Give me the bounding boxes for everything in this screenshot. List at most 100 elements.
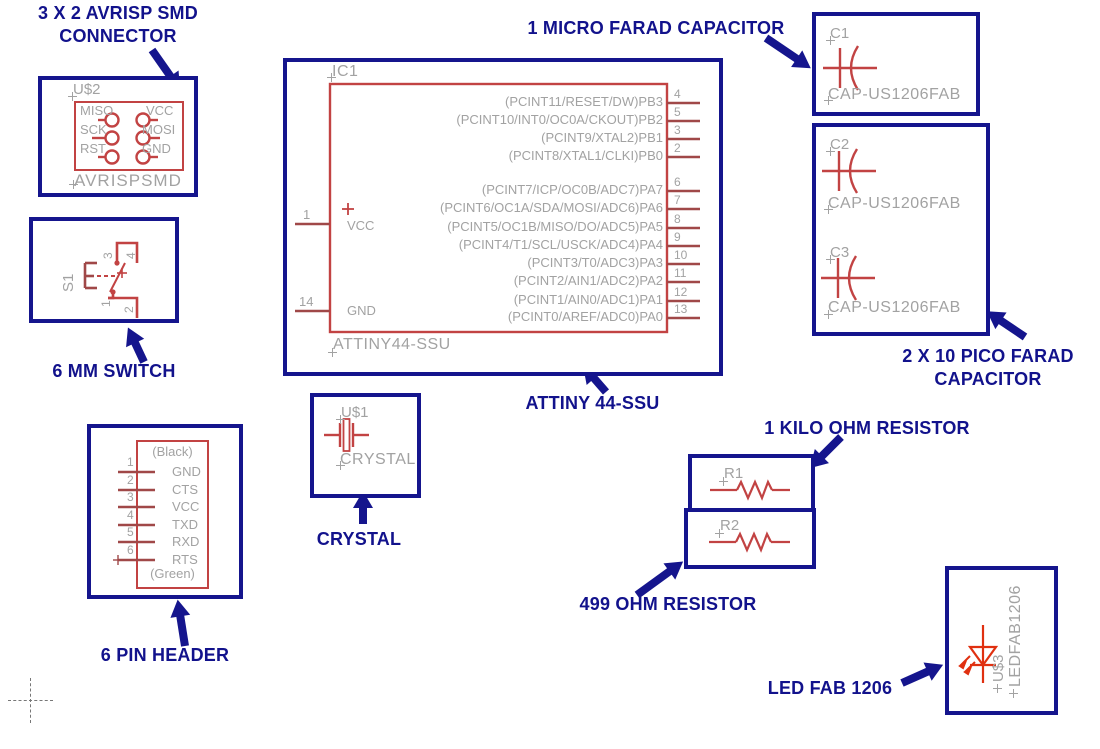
ic-pin1-name: VCC [347, 218, 375, 233]
avrisp-pin-miso: MISO [80, 103, 114, 118]
arrow-to-header-icon [167, 598, 191, 647]
r2-annotation: 499 OHM RESISTOR [579, 594, 757, 614]
avrisp-pin-vcc: VCC [146, 103, 174, 118]
header-pin1-number: 1 [127, 455, 134, 469]
header-pin5-name: RXD [172, 534, 200, 549]
crystal-symbol-icon [324, 418, 369, 452]
c2-value: CAP-US1206FAB [828, 195, 961, 212]
avrisp-pin-sck: SCK [80, 122, 107, 137]
origin-cross-icon [69, 180, 78, 189]
origin-cross-icon [336, 415, 345, 424]
ic-right-pin-name: (PCINT11/RESET/DW)PB3 [505, 94, 663, 109]
origin-cross-icon [826, 36, 835, 45]
attiny-annotation: ATTINY 44-SSU [525, 393, 660, 413]
origin-cross-icon [715, 529, 724, 538]
header-annotation: 6 PIN HEADER [100, 645, 230, 665]
ic-right-pin-name: (PCINT4/T1/SCL/USCK/ADC4)PA4 [458, 237, 663, 252]
ic-right-pin-number: 5 [674, 105, 681, 119]
ic-right-pin-number: 7 [674, 193, 681, 207]
ic-symbol-icon [295, 82, 700, 334]
ic-right-pin-name: (PCINT6/OC1A/SDA/MOSI/ADC6)PA6 [440, 200, 663, 215]
ic-pin1-number: 1 [303, 207, 311, 222]
origin-cross-icon [327, 73, 336, 82]
crystal-component-box: U$1 CRYSTAL [310, 393, 421, 498]
c2c3-symbol-icon [821, 148, 876, 301]
origin-cross-icon [824, 205, 833, 214]
crystal-refdes: U$1 [341, 404, 369, 421]
ic-right-pin-number: 9 [674, 230, 681, 244]
arrow-to-cap23-icon [981, 302, 1028, 341]
c1-value: CAP-US1206FAB [828, 86, 961, 103]
avrisp-pin-gnd: GND [142, 141, 171, 156]
ic-refdes: IC1 [332, 63, 359, 80]
ic-pin14-number: 14 [299, 294, 314, 309]
crystal-value: CRYSTAL [340, 451, 416, 468]
cap23-annotation-line2: CAPACITOR [934, 369, 1042, 389]
switch-refdes: S1 [60, 273, 77, 292]
ic-right-pin-name: (PCINT0/AREF/ADC0)PA0 [507, 309, 663, 324]
switch-symbol-icon [83, 241, 139, 318]
header-pin4-name: TXD [172, 517, 198, 532]
avrisp-annotation: 3 X 2 AVRISP SMD CONNECTOR [18, 2, 218, 48]
r1-component-box: R1 [688, 454, 815, 516]
origin-cross-icon [824, 96, 833, 105]
header-symbol-icon [113, 440, 209, 589]
switch-component-box: S1 3 4 1 2 [29, 217, 179, 323]
avrisp-component-box: U$2 MISO VCC SCK MOSI RST GND AVRISPSMD [38, 76, 198, 197]
c3-value: CAP-US1206FAB [828, 299, 961, 316]
crystal-annotation: CRYSTAL [316, 529, 402, 549]
cap23-annotation-line1: 2 X 10 PICO FARAD [902, 346, 1074, 366]
led-symbol-icon [958, 625, 999, 683]
ic-right-pin-number: 2 [674, 141, 681, 155]
avrisp-annotation-line2: CONNECTOR [59, 26, 177, 46]
avrisp-refdes: U$2 [73, 81, 101, 98]
ic-right-pin-name: (PCINT1/AIN0/ADC1)PA1 [513, 292, 663, 307]
origin-cross-icon [826, 147, 835, 156]
led-component-box: U$3 LEDFAB1206 [945, 566, 1058, 715]
switch-pin1: 1 [99, 300, 113, 307]
ic-right-pin-name: (PCINT2/AIN1/ADC2)PA2 [513, 273, 663, 288]
header-pin6-number: 6 [127, 543, 134, 557]
r2-refdes: R2 [720, 517, 740, 534]
switch-annotation: 6 MM SWITCH [52, 361, 176, 381]
avrisp-symbol-icon [74, 101, 184, 171]
ic-right-pin-number: 8 [674, 212, 681, 226]
avrisp-pin-mosi: MOSI [142, 122, 176, 137]
header-pin5-number: 5 [127, 525, 134, 539]
r2-component-box: R2 [684, 508, 816, 569]
switch-pin3: 3 [101, 252, 115, 259]
r1-symbol-icon [710, 479, 790, 501]
ic-component-box: IC1 1 VCC 14 GND 4 (PCINT11/RESET/DW)PB3… [283, 58, 723, 376]
ic-right-pin-number: 6 [674, 175, 681, 189]
arrow-to-switch-icon [118, 323, 148, 364]
avrisp-value: AVRISPSMD [74, 171, 182, 190]
led-refdes: U$3 [990, 654, 1007, 682]
r2-symbol-icon [709, 531, 790, 553]
origin-cross-icon [328, 348, 337, 357]
header-component-box: (Black) 1 GND 2 CTS 3 VCC 4 TXD 5 RXD 6 … [87, 424, 243, 599]
ic-right-pin-number: 13 [674, 302, 688, 316]
r1-refdes: R1 [724, 465, 744, 482]
header-pin2-name: CTS [172, 482, 198, 497]
cap1-annotation: 1 MICRO FARAD CAPACITOR [527, 18, 785, 38]
ic-right-pin-number: 10 [674, 248, 688, 262]
origin-cross-icon [993, 684, 1002, 693]
c2c3-component-box: C2 CAP-US1206FAB C3 CAP-US1206FAB [812, 123, 990, 336]
avrisp-pin-rst: RST [80, 141, 106, 156]
header-pin1-name: GND [172, 464, 201, 479]
ic-right-pin-number: 4 [674, 87, 681, 101]
switch-pin2: 2 [122, 306, 136, 313]
origin-cross-icon [719, 477, 728, 486]
avrisp-annotation-line1: 3 X 2 AVRISP SMD [38, 3, 198, 23]
sheet-origin-crosshair-icon [30, 678, 31, 723]
header-pin4-number: 4 [127, 508, 134, 522]
c1-symbol-icon [823, 45, 877, 91]
ic-right-pin-number: 12 [674, 285, 688, 299]
header-bottom-label: (Green) [150, 566, 195, 581]
header-top-label: (Black) [152, 444, 193, 459]
ic-right-pin-name: (PCINT8/XTAL1/CLKI)PB0 [508, 148, 663, 163]
ic-right-pin-name: (PCINT10/INT0/OC0A/CKOUT)PB2 [456, 112, 663, 127]
header-pin6-name: RTS [172, 552, 198, 567]
origin-cross-icon [336, 461, 345, 470]
